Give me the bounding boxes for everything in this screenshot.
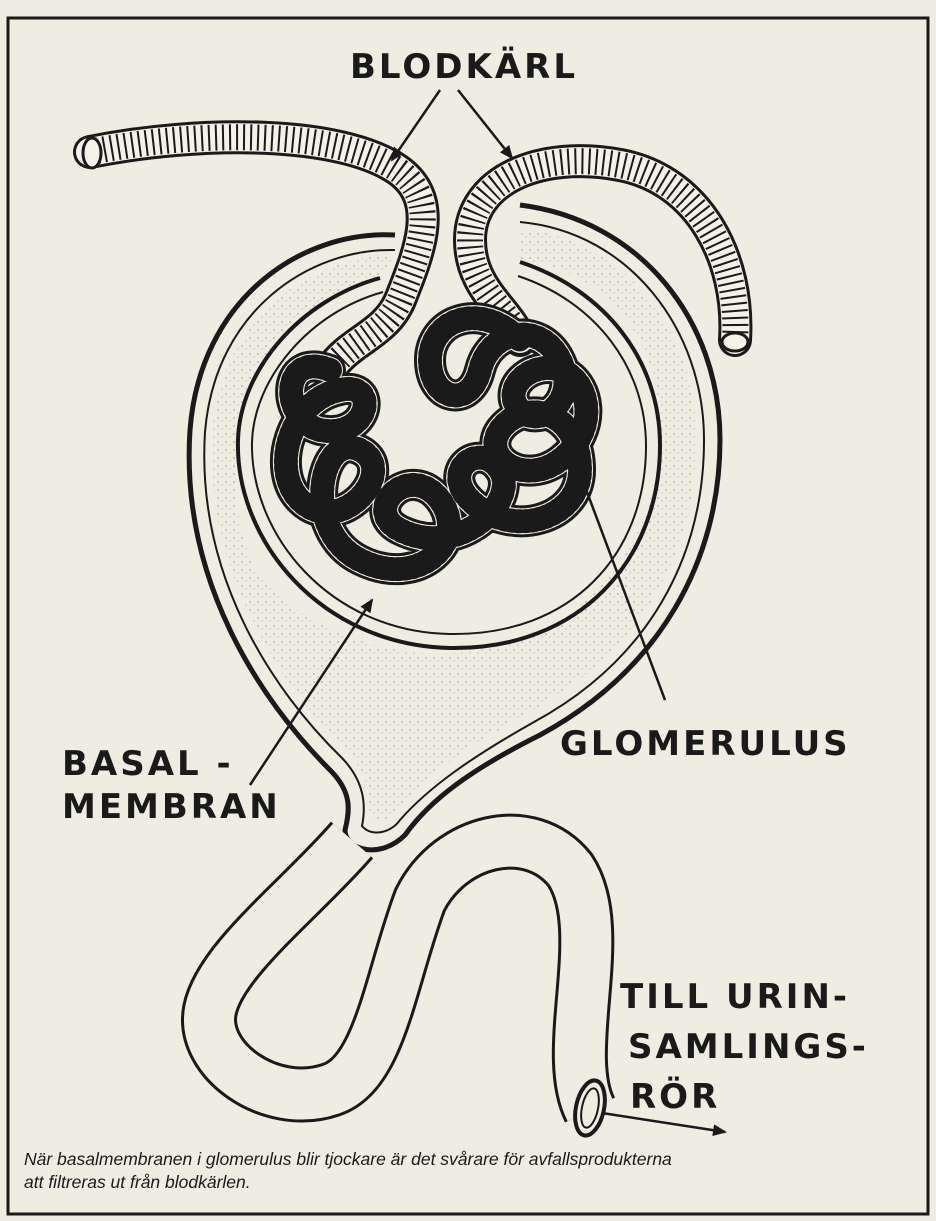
- label-urine-line1: TILL URIN-: [620, 977, 850, 1017]
- label-basal-line1: BASAL -: [62, 744, 234, 784]
- figure-caption: När basalmembranen i glomerulus blir tjo…: [24, 1148, 924, 1194]
- arrow-to-efferent: [458, 90, 512, 158]
- caption-line-1: När basalmembranen i glomerulus blir tjo…: [24, 1148, 924, 1171]
- label-glomerulus: GLOMERULUS: [560, 724, 851, 764]
- label-blood-vessels: BLODKÄRL: [350, 46, 578, 87]
- renal-tubule: [209, 840, 609, 1138]
- caption-line-2: att filtreras ut från blodkärlen.: [24, 1171, 924, 1194]
- glomerulus-capillary-tuft: [286, 318, 586, 569]
- label-urine-line3: RÖR: [630, 1076, 720, 1117]
- arrow-to-afferent: [392, 90, 440, 160]
- label-basal-line2: MEMBRAN: [62, 787, 281, 827]
- label-urine-line2: SAMLINGS-: [628, 1027, 869, 1067]
